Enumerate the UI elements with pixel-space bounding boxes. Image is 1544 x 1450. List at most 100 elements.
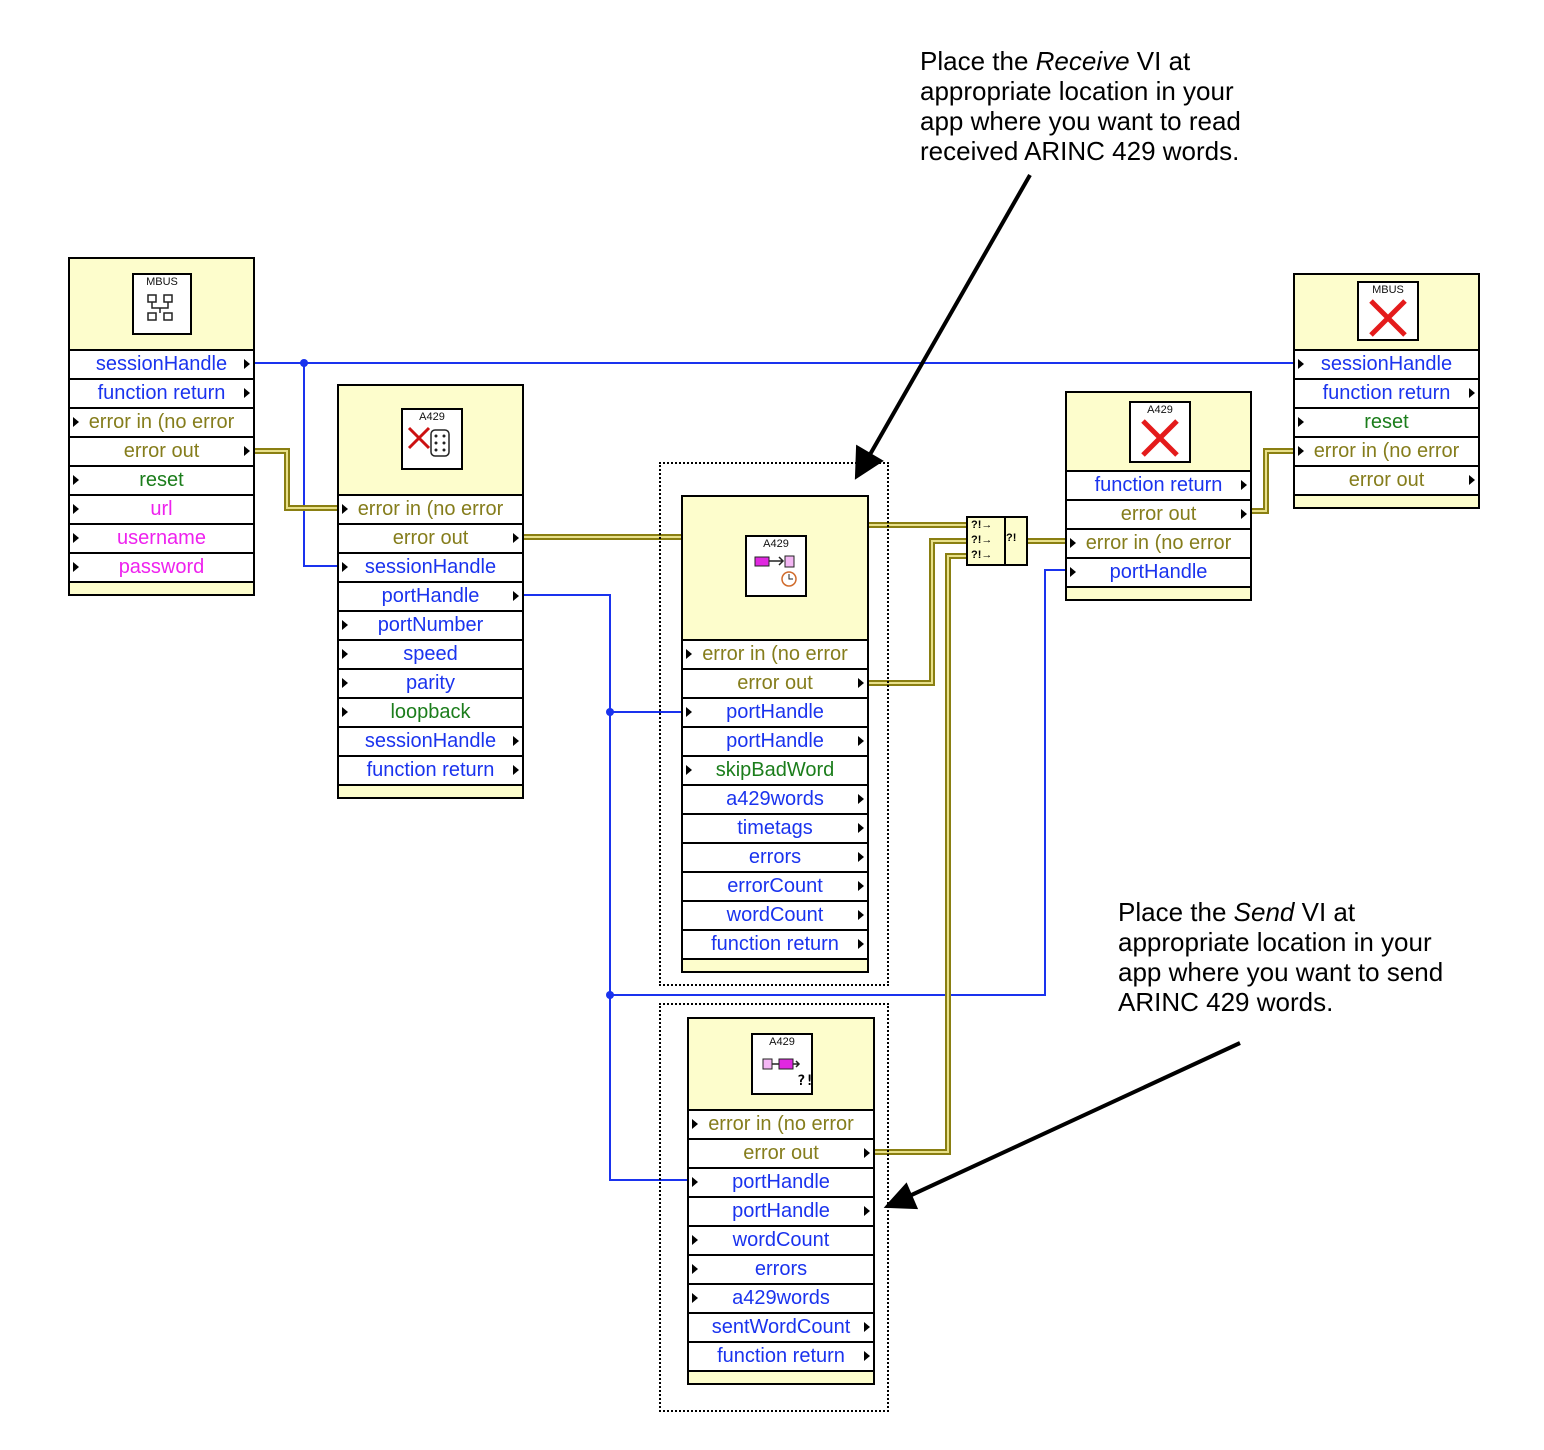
output-arrow-icon <box>858 736 864 746</box>
merge-errors-inputs: ?!→ ?!→ ?!→ <box>968 518 1006 564</box>
input-arrow-icon <box>73 504 79 514</box>
terminal-out[interactable]: function return <box>689 1343 873 1372</box>
terminal-in[interactable]: portHandle <box>1067 559 1250 588</box>
terminal-in[interactable]: error in (no error <box>339 496 522 525</box>
terminal-label: error out <box>743 1142 819 1164</box>
terminal-in[interactable]: username <box>70 525 253 554</box>
terminal-in[interactable]: sessionHandle <box>339 554 522 583</box>
terminal-in[interactable]: skipBadWord <box>683 757 867 786</box>
terminal-in[interactable]: speed <box>339 641 522 670</box>
output-arrow-icon <box>858 794 864 804</box>
input-arrow-icon <box>73 417 79 427</box>
terminal-label: sessionHandle <box>364 730 497 752</box>
input-arrow-icon <box>1298 359 1304 369</box>
terminal-out[interactable]: function return <box>70 380 253 409</box>
terminal-label: a429words <box>732 1287 830 1309</box>
terminal-out[interactable]: error out <box>70 438 253 467</box>
terminal-out[interactable]: function return <box>339 757 522 786</box>
input-arrow-icon <box>73 533 79 543</box>
terminal-out[interactable]: function return <box>1295 380 1478 409</box>
a429-receive-icon-area: A429 <box>683 497 867 641</box>
terminal-out[interactable]: portHandle <box>339 583 522 612</box>
icon-caption: MBUS <box>146 276 178 288</box>
output-arrow-icon <box>244 446 250 456</box>
terminal-out[interactable]: wordCount <box>683 902 867 931</box>
wire-junction-dot <box>606 991 614 999</box>
terminal-out[interactable]: function return <box>1067 472 1250 501</box>
terminal-out[interactable]: a429words <box>683 786 867 815</box>
terminal-out[interactable]: errors <box>683 844 867 873</box>
terminal-in[interactable]: url <box>70 496 253 525</box>
merge-input-icon: ?!→ <box>971 534 993 546</box>
input-arrow-icon <box>1070 567 1076 577</box>
terminal-label: function return <box>711 933 839 955</box>
terminal-out[interactable]: error out <box>683 670 867 699</box>
terminal-in[interactable]: wordCount <box>689 1227 873 1256</box>
send-vi-frame <box>659 1003 889 1412</box>
merge-errors-node[interactable]: ?!→ ?!→ ?!→ ?! <box>966 516 1028 566</box>
output-arrow-icon <box>244 359 250 369</box>
terminal-out[interactable]: error out <box>1067 501 1250 530</box>
terminal-in[interactable]: sessionHandle <box>1295 351 1478 380</box>
terminal-out[interactable]: error out <box>689 1140 873 1169</box>
input-arrow-icon <box>342 562 348 572</box>
mbus-close-icon-area: MBUS <box>1295 275 1478 351</box>
send-arrowhead-icon <box>883 1182 919 1210</box>
terminal-label: error out <box>1348 469 1425 491</box>
terminal-in[interactable]: password <box>70 554 253 583</box>
terminal-out[interactable]: sessionHandle <box>70 351 253 380</box>
note-emphasis: Send <box>1233 897 1295 927</box>
terminal-in[interactable]: a429words <box>689 1285 873 1314</box>
icon-caption: A429 <box>769 1036 795 1048</box>
terminal-in[interactable]: reset <box>70 467 253 496</box>
terminal-out[interactable]: portHandle <box>683 728 867 757</box>
output-arrow-icon <box>864 1148 870 1158</box>
input-arrow-icon <box>73 562 79 572</box>
terminal-out[interactable]: error out <box>1295 467 1478 496</box>
terminal-in[interactable]: error in (no error <box>683 641 867 670</box>
a429-open-icon-area: A429 <box>339 386 522 496</box>
output-arrow-icon <box>513 591 519 601</box>
icon-caption: A429 <box>763 538 789 550</box>
output-arrow-icon <box>858 852 864 862</box>
terminal-in[interactable]: error in (no error <box>689 1111 873 1140</box>
input-arrow-icon <box>73 475 79 485</box>
output-arrow-icon <box>513 765 519 775</box>
terminal-label: portHandle <box>381 585 480 607</box>
terminal-label: error out <box>1120 503 1197 525</box>
wire-junction-dot <box>606 708 614 716</box>
terminal-label: error in (no error <box>702 643 848 665</box>
note-text: appropriate location in your <box>1118 927 1432 957</box>
terminal-out[interactable]: portHandle <box>689 1198 873 1227</box>
terminal-label: error in (no error <box>357 498 504 520</box>
terminal-in[interactable]: portNumber <box>339 612 522 641</box>
note-text: appropriate location in your <box>920 76 1234 106</box>
terminal-out[interactable]: timetags <box>683 815 867 844</box>
terminal-in[interactable]: parity <box>339 670 522 699</box>
terminal-in[interactable]: error in (no error <box>1067 530 1250 559</box>
terminal-out[interactable]: sentWordCount <box>689 1314 873 1343</box>
terminal-in[interactable]: loopback <box>339 699 522 728</box>
a429-close-icon-area: A429 <box>1067 393 1250 472</box>
terminal-in[interactable]: errors <box>689 1256 873 1285</box>
terminal-out[interactable]: sessionHandle <box>339 728 522 757</box>
terminal-label: username <box>117 527 206 549</box>
note-text: ARINC 429 words. <box>1118 987 1334 1017</box>
terminal-in[interactable]: portHandle <box>683 699 867 728</box>
terminal-out[interactable]: function return <box>683 931 867 960</box>
terminal-out[interactable]: error out <box>339 525 522 554</box>
terminal-in[interactable]: error in (no error <box>70 409 253 438</box>
terminal-in[interactable]: error in (no error <box>1295 438 1478 467</box>
terminal-in[interactable]: reset <box>1295 409 1478 438</box>
icon-caption: A429 <box>419 411 445 423</box>
terminal-out[interactable]: errorCount <box>683 873 867 902</box>
terminal-in[interactable]: portHandle <box>689 1169 873 1198</box>
terminal-label: function return <box>717 1345 845 1367</box>
terminal-label: errors <box>754 1258 808 1280</box>
